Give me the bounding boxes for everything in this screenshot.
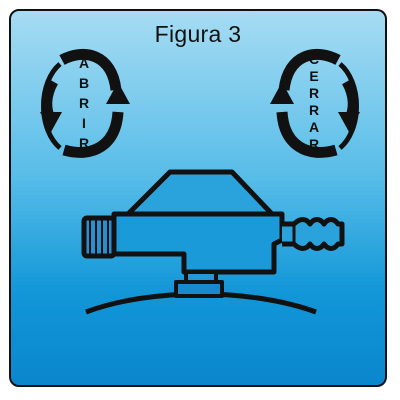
close-arrowhead-up [270,82,294,104]
close-letter: A [309,119,319,135]
gas-regulator-icon [81,169,345,315]
close-letter: C [309,51,319,67]
regulator-base [174,280,224,298]
open-letter: A [79,55,89,71]
close-rotation-icon: C E R R A R [270,48,360,158]
close-arrowhead-down [338,112,360,132]
close-arc-bottom [276,111,338,158]
hose-nozzle [282,217,345,251]
open-letter: R [79,135,89,151]
figure-title: Figura 3 [154,21,242,47]
open-letter: B [79,75,89,91]
close-letter: E [309,68,318,84]
close-letter: R [309,102,319,118]
close-letter: R [309,85,319,101]
close-arc-top [278,48,341,91]
open-arrowhead-down [40,112,62,132]
regulator-top-cap [125,169,275,217]
regulator-knob [81,215,117,259]
open-arrowhead-up [106,82,130,104]
open-arc-bottom [62,111,124,158]
regulator-body [111,211,285,275]
open-letter: R [79,95,89,111]
open-letter: I [82,115,86,131]
open-arc-top [59,48,122,91]
close-letter: R [309,136,319,152]
open-rotation-icon: A B R I R [40,48,130,158]
